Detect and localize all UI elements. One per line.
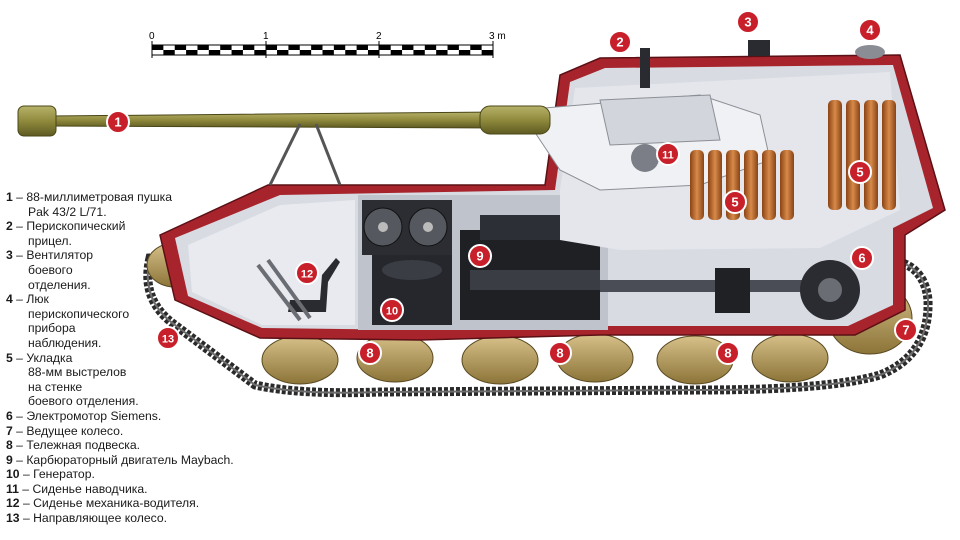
callout-8: 8 [548,341,572,365]
legend-line: боевого [28,262,73,277]
callout-8: 8 [358,341,382,365]
callout-3: 3 [736,10,760,34]
scale-tick-3: 3 m [489,31,506,42]
callout-label: 13 [162,334,174,346]
callout-9: 9 [468,244,492,268]
scale-tick-0: 0 [149,31,155,42]
legend-item-12: 12 – Сиденье механика-водителя. [6,496,291,511]
blank-area [290,405,960,535]
callout-2: 2 [608,30,632,54]
callout-7: 7 [894,318,918,342]
callout-label: 4 [866,23,874,38]
callout-label: 5 [856,165,863,180]
callout-label: 9 [476,249,483,264]
legend-number: 7 [6,423,13,438]
callout-label: 2 [616,35,623,50]
callout-label: 1 [114,115,121,130]
legend-line: 2 – Перископический [6,219,126,234]
callout-5: 5 [848,160,872,184]
legend-number: 4 [6,292,13,307]
legend-number: 8 [6,438,13,453]
legend-line: 9 – Карбюраторный двигатель Maybach. [6,452,234,467]
legend-line: прицел. [28,233,72,248]
callout-label: 8 [556,346,563,361]
legend-number: 9 [6,452,13,467]
legend-line: 6 – Электромотор Siemens. [6,408,162,423]
legend-line: прибора [28,321,76,336]
hull [159,40,946,341]
legend-item-7: 7 – Ведущее колесо. [6,424,291,439]
legend-line: 3 – Вентилятор [6,248,94,263]
callout-label: 11 [662,150,674,162]
callout-label: 8 [366,346,373,361]
legend-number: 10 [6,467,20,482]
legend-number: 11 [6,481,19,496]
legend-number: 2 [6,219,13,234]
legend-number: 6 [6,408,13,423]
legend-number: 1 [6,190,13,204]
legend-line: отделения. [28,277,91,292]
legend-line: 8 – Тележная подвеска. [6,438,141,453]
legend-item-11: 11 – Сиденье наводчика. [6,482,291,497]
callout-label: 7 [902,323,909,338]
legend-line: 5 – Укладка [6,350,73,365]
legend-number: 3 [6,248,13,263]
legend-line: 12 – Сиденье механика-водителя. [6,496,200,511]
callout-11: 11 [656,142,680,166]
legend-item-10: 10 – Генератор. [6,467,291,482]
legend-line: 4 – Люк [6,292,49,307]
callout-1: 1 [106,110,130,134]
callout-8: 8 [716,341,740,365]
legend-line: наблюдения. [28,335,102,350]
callout-12: 12 [295,261,319,285]
callout-label: 10 [386,306,398,318]
scale-tick-1: 1 [263,31,269,42]
legend-item-6: 6 – Электромотор Siemens. [6,409,291,424]
legend-line: на стенке [28,379,83,394]
legend-line: 11 – Сиденье наводчика. [6,481,148,496]
callout-label: 6 [858,251,865,266]
legend-item-9: 9 – Карбюраторный двигатель Maybach. [6,453,291,468]
legend-line: 7 – Ведущее колесо. [6,423,124,438]
legend-line: боевого отделения. [28,394,139,409]
legend-number: 5 [6,350,13,365]
legend-line: 1 – 88-миллиметровая пушка [6,190,173,204]
legend-line: Pak 43/2 L/71. [28,204,107,219]
legend-number: 12 [6,496,20,511]
callout-6: 6 [850,246,874,270]
legend-item-13: 13 – Направляющее колесо. [6,511,291,526]
gun-barrel [17,105,551,186]
legend-item-8: 8 – Тележная подвеска. [6,438,291,453]
callout-10: 10 [380,298,404,322]
callout-label: 5 [731,195,738,210]
callout-5: 5 [723,190,747,214]
scale-bar: 0 1 2 3 m [149,31,506,58]
scale-tick-2: 2 [376,31,382,42]
legend-line: перископического [28,306,130,321]
callout-4: 4 [858,18,882,42]
callout-label: 3 [744,15,751,30]
callout-13: 13 [156,326,180,350]
legend-line: 13 – Направляющее колесо. [6,511,167,526]
legend-line: 10 – Генератор. [6,467,95,482]
callout-label: 8 [724,346,731,361]
callout-label: 12 [301,269,313,281]
track [143,235,933,398]
legend-number: 13 [6,511,20,526]
legend-line: 88-мм выстрелов [28,365,127,380]
